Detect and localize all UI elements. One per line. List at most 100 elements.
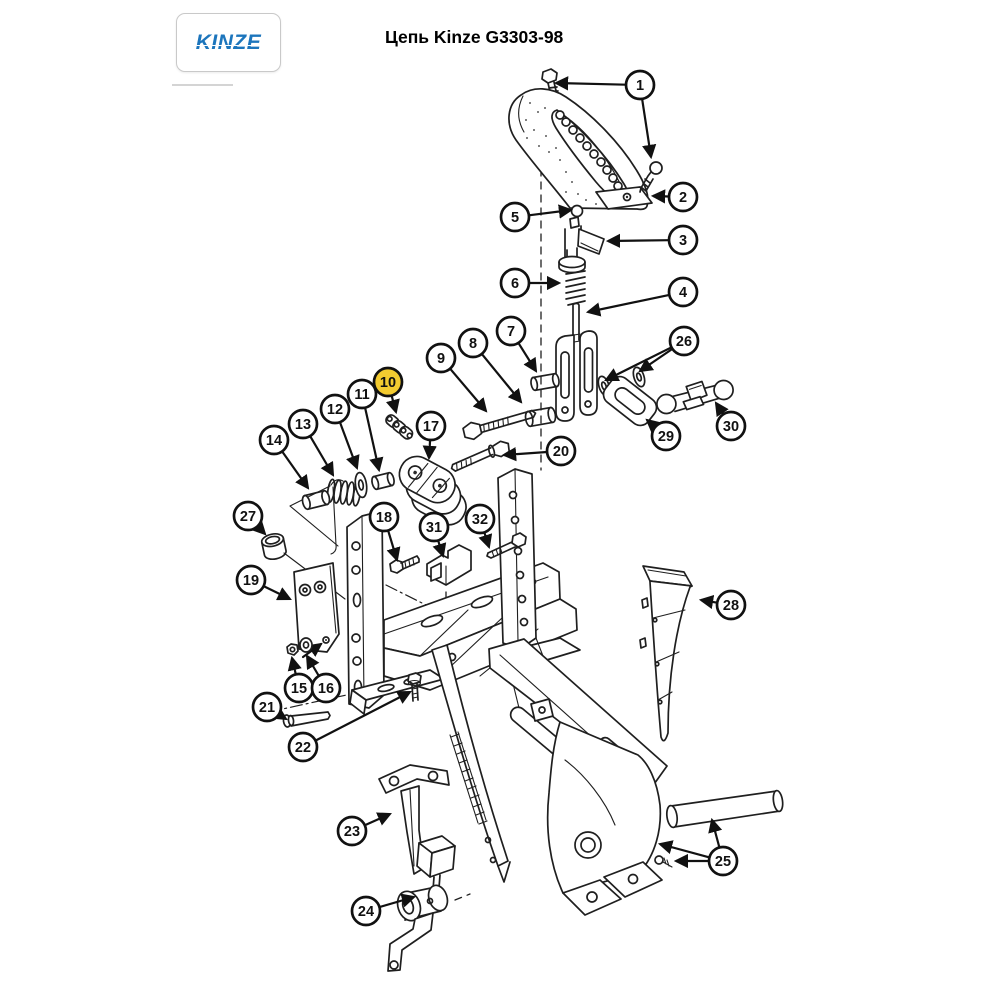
part-clevis-fork	[555, 330, 598, 422]
callout-29[interactable]: 29	[645, 418, 682, 452]
callout-25[interactable]: 25	[657, 817, 739, 877]
callout-7-leader-arrow	[517, 342, 538, 373]
callout-4-leader-arrow	[585, 293, 670, 317]
callout-28-circle[interactable]	[715, 589, 747, 621]
callout-22-circle[interactable]	[287, 731, 319, 763]
callout-22[interactable]: 22	[287, 691, 412, 763]
callout-21-circle[interactable]	[251, 691, 283, 723]
callout-10[interactable]: 10	[372, 366, 404, 415]
callout-2[interactable]: 2	[650, 181, 699, 213]
callout-2-number: 2	[679, 190, 687, 206]
callout-3-circle[interactable]	[667, 224, 699, 256]
callout-1[interactable]: 1	[553, 69, 657, 160]
callout-19-leader-arrow	[263, 585, 292, 601]
shank-blade	[431, 644, 511, 883]
callout-14-circle[interactable]	[258, 424, 290, 456]
callout-30-circle[interactable]	[715, 410, 747, 442]
callout-25-circle[interactable]	[707, 845, 739, 877]
callout-23[interactable]: 23	[336, 812, 392, 847]
part-bushing	[371, 471, 395, 491]
callout-8-circle[interactable]	[457, 327, 489, 359]
callout-11[interactable]: 11	[346, 378, 384, 473]
callout-4[interactable]: 4	[585, 276, 699, 317]
callout-5[interactable]: 5	[499, 201, 574, 233]
callout-18[interactable]: 18	[368, 501, 401, 563]
callout-12-circle[interactable]	[319, 393, 351, 425]
callout-26[interactable]: 26	[604, 325, 700, 381]
callout-29-circle[interactable]	[650, 420, 682, 452]
callout-31-leader-arrow	[432, 540, 447, 559]
callout-18-leader-arrow	[386, 530, 401, 563]
part-cap-bushing	[260, 533, 287, 561]
callout-19[interactable]: 19	[235, 564, 292, 601]
callout-17-circle[interactable]	[415, 410, 447, 442]
part-pivot-bracket	[558, 216, 605, 274]
callout-16-circle[interactable]	[310, 672, 342, 704]
part-roller-tube	[654, 789, 784, 868]
callout-31[interactable]: 31	[418, 511, 450, 559]
callout-24-circle[interactable]	[350, 895, 382, 927]
part-screw-ball	[639, 161, 663, 193]
callout-16-number: 16	[318, 681, 334, 697]
callout-23-circle[interactable]	[336, 815, 368, 847]
callout-6-number: 6	[511, 276, 519, 292]
callout-27-circle[interactable]	[232, 500, 264, 532]
callout-19-circle[interactable]	[235, 564, 267, 596]
callout-30[interactable]: 30	[714, 401, 747, 442]
callout-15[interactable]: 15	[283, 655, 315, 704]
callout-27[interactable]: 27	[232, 500, 267, 536]
callout-6-circle[interactable]	[499, 267, 531, 299]
callout-9[interactable]: 9	[425, 342, 488, 413]
callout-20[interactable]: 20	[501, 435, 577, 467]
callout-22-number: 22	[295, 740, 311, 756]
callout-28[interactable]: 28	[698, 589, 747, 621]
callout-31-circle[interactable]	[418, 511, 450, 543]
callout-18-circle[interactable]	[368, 501, 400, 533]
part-washer-16	[299, 637, 313, 653]
callout-14[interactable]: 14	[258, 424, 310, 490]
callout-2-circle[interactable]	[667, 181, 699, 213]
callout-4-circle[interactable]	[667, 276, 699, 308]
callout-21[interactable]: 21	[251, 691, 288, 723]
callout-11-leader-arrow	[364, 407, 384, 473]
callout-8[interactable]: 8	[457, 327, 523, 404]
callout-26-circle[interactable]	[668, 325, 700, 357]
callout-9-circle[interactable]	[425, 342, 457, 374]
callout-24-number: 24	[358, 904, 374, 920]
callout-7[interactable]: 7	[495, 315, 538, 373]
guard-stipple-texture	[525, 102, 597, 205]
part-crank	[387, 835, 456, 972]
callout-3-number: 3	[679, 233, 687, 249]
callout-17[interactable]: 17	[415, 410, 447, 461]
callout-13-circle[interactable]	[287, 408, 319, 440]
callout-13[interactable]: 13	[287, 408, 335, 477]
part-slotted-plate	[602, 375, 658, 427]
callout-30-leader-arrow	[714, 401, 729, 418]
callout-11-circle[interactable]	[346, 378, 378, 410]
part-bolt-32	[486, 532, 527, 559]
callout-14-number: 14	[266, 433, 282, 449]
callout-20-circle[interactable]	[545, 435, 577, 467]
callout-7-circle[interactable]	[495, 315, 527, 347]
callout-24[interactable]: 24	[350, 893, 417, 927]
callout-25-leader-arrow	[657, 840, 710, 859]
callout-26-leader-arrow	[638, 347, 674, 373]
callout-16[interactable]: 16	[305, 654, 342, 704]
part-connector-link	[656, 379, 734, 415]
callout-32[interactable]: 32	[464, 503, 496, 550]
page-title: Цепь Kinze G3303-98	[385, 27, 564, 47]
callout-5-number: 5	[511, 210, 519, 226]
callout-4-number: 4	[679, 285, 687, 301]
callout-1-circle[interactable]	[624, 69, 656, 101]
callout-10-leader-arrow	[385, 395, 400, 415]
callout-12[interactable]: 12	[319, 393, 360, 471]
callout-3[interactable]: 3	[605, 224, 699, 256]
callout-32-circle[interactable]	[464, 503, 496, 535]
callout-6[interactable]: 6	[499, 267, 562, 299]
callout-1-leader-arrow	[641, 98, 657, 160]
callout-5-circle[interactable]	[499, 201, 531, 233]
callout-10-circle[interactable]	[372, 366, 404, 398]
callout-10-number: 10	[380, 375, 396, 391]
